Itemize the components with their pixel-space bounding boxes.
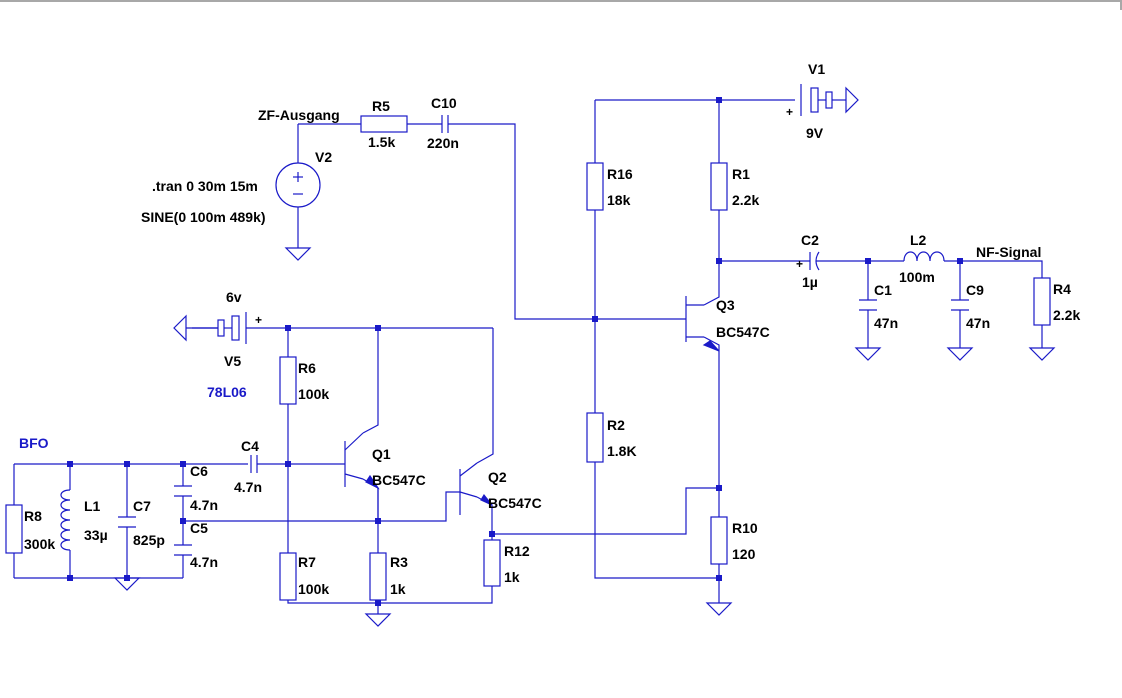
c7-value: 825p: [133, 532, 165, 548]
r7-value: 100k: [298, 581, 329, 597]
battery-v1[interactable]: +: [786, 84, 859, 119]
resistor-r7[interactable]: [279, 552, 297, 601]
capacitor-c6[interactable]: [174, 485, 192, 497]
r16-name: R16: [607, 166, 633, 182]
r2-name: R2: [607, 417, 625, 433]
r6-value: 100k: [298, 386, 329, 402]
v5-value: 6v: [226, 289, 242, 305]
r4-name: R4: [1053, 281, 1071, 297]
q2-name: Q2: [488, 469, 507, 485]
c9-value: 47n: [966, 315, 990, 331]
resistor-r16[interactable]: [586, 162, 604, 211]
bfo-label: BFO: [19, 435, 49, 451]
resistor-r10[interactable]: [710, 516, 728, 565]
junctions: [67, 97, 963, 606]
sine-spec: SINE(0 100m 489k): [141, 209, 266, 225]
regulator-label: 78L06: [207, 384, 247, 400]
l2-name: L2: [910, 232, 927, 248]
r5-name: R5: [372, 98, 390, 114]
l1-name: L1: [84, 498, 101, 514]
inductor-l1[interactable]: [60, 489, 71, 551]
c1-name: C1: [874, 282, 892, 298]
capacitor-c5[interactable]: [174, 544, 192, 556]
r8-name: R8: [24, 508, 42, 524]
r2-value: 1.8K: [607, 443, 637, 459]
v1-value: 9V: [806, 125, 824, 141]
c5-name: C5: [190, 520, 208, 536]
c5-value: 4.7n: [190, 554, 218, 570]
window-top-border: [0, 0, 1122, 2]
q1-name: Q1: [372, 446, 391, 462]
q3-name: Q3: [716, 297, 735, 313]
v2-name: V2: [315, 149, 332, 165]
transistor-q3[interactable]: [685, 296, 720, 352]
r4-value: 2.2k: [1053, 307, 1080, 323]
resistor-r8[interactable]: [5, 504, 23, 554]
net-label-nf-signal: NF-Signal: [976, 244, 1041, 260]
net-label-zf-ausgang: ZF-Ausgang: [258, 107, 340, 123]
capacitor-c9[interactable]: [951, 299, 969, 311]
wires: [13, 99, 1043, 614]
tran-directive: .tran 0 30m 15m: [152, 178, 258, 194]
window-right-border: [1120, 0, 1122, 10]
r7-name: R7: [298, 554, 316, 570]
c4-name: C4: [241, 438, 259, 454]
v5-plus-sign: +: [255, 313, 262, 327]
r3-name: R3: [390, 554, 408, 570]
c7-name: C7: [133, 498, 151, 514]
transistor-q1[interactable]: [344, 432, 380, 490]
r6-name: R6: [298, 360, 316, 376]
capacitor-c7[interactable]: [118, 516, 136, 528]
q1-value: BC547C: [372, 472, 426, 488]
c10-name: C10: [431, 95, 457, 111]
c9-name: C9: [966, 282, 984, 298]
l1-value: 33µ: [84, 527, 108, 543]
resistor-r12[interactable]: [483, 539, 501, 587]
r3-value: 1k: [390, 581, 406, 597]
r10-name: R10: [732, 520, 758, 536]
r1-value: 2.2k: [732, 192, 759, 208]
c2-value: 1µ: [802, 274, 818, 290]
capacitor-c4[interactable]: [250, 455, 258, 473]
v1-plus-sign: +: [786, 105, 793, 119]
c2-name: C2: [801, 232, 819, 248]
inductor-l2[interactable]: [903, 251, 945, 262]
resistor-r5[interactable]: [360, 115, 408, 133]
r12-name: R12: [504, 543, 530, 559]
v1-name: V1: [808, 61, 825, 77]
r1-name: R1: [732, 166, 750, 182]
capacitor-c1[interactable]: [859, 299, 877, 311]
c4-value: 4.7n: [234, 479, 262, 495]
resistor-r4[interactable]: [1033, 277, 1051, 326]
transistor-q2[interactable]: [459, 462, 493, 515]
c6-name: C6: [190, 463, 208, 479]
r8-value: 300k: [24, 536, 55, 552]
resistor-r2[interactable]: [586, 412, 604, 463]
resistor-r1[interactable]: [710, 162, 728, 211]
battery-v5[interactable]: +: [173, 312, 262, 344]
resistor-r3[interactable]: [369, 552, 387, 601]
capacitor-c10[interactable]: [441, 115, 449, 133]
q3-value: BC547C: [716, 324, 770, 340]
capacitor-c2[interactable]: +: [796, 251, 820, 271]
q2-value: BC547C: [488, 495, 542, 511]
resistor-r6[interactable]: [279, 356, 297, 405]
r5-value: 1.5k: [368, 134, 395, 150]
l2-value: 100m: [899, 269, 935, 285]
r16-value: 18k: [607, 192, 631, 208]
c10-value: 220n: [427, 135, 459, 151]
ground-symbols: [113, 247, 1056, 627]
voltage-source-v2[interactable]: [275, 162, 321, 208]
c6-value: 4.7n: [190, 497, 218, 513]
r12-value: 1k: [504, 569, 520, 585]
v5-name: V5: [224, 353, 241, 369]
c2-plus-sign: +: [796, 257, 803, 271]
r10-value: 120: [732, 546, 756, 562]
c1-value: 47n: [874, 315, 898, 331]
